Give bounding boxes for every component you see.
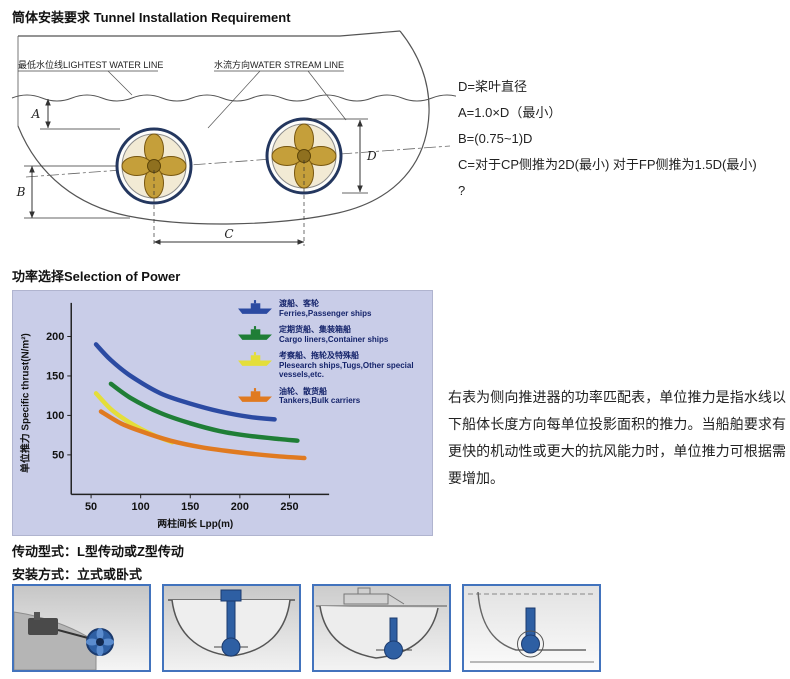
dim-label-a: A bbox=[31, 107, 41, 121]
dim-label-d: D bbox=[366, 149, 377, 163]
dimension-spec-list: D=桨叶直径 A=1.0×D（最小） B=(0.75~1)D C=对于CP侧推为… bbox=[458, 74, 782, 204]
waterline-wave bbox=[11, 94, 456, 102]
dim-label-c: C bbox=[224, 227, 233, 241]
drive-type-line: 传动型式：L型传动或Z型传动 bbox=[12, 544, 184, 559]
dimension-lines bbox=[24, 98, 368, 246]
svg-text:250: 250 bbox=[280, 501, 298, 513]
drive-shaft-icon bbox=[226, 600, 236, 644]
spec-line: C=对于CP侧推为2D(最小) 对于FP侧推为1.5D(最小) bbox=[458, 157, 757, 172]
svg-text:100: 100 bbox=[46, 410, 64, 422]
power-description-paragraph: 右表为侧向推进器的功率匹配表，单位推力是指水线以下船体长度方向每单位投影面积的推… bbox=[448, 389, 786, 486]
spec-line: B=(0.75~1)D bbox=[458, 131, 533, 146]
section-title-tunnel-installation: 筒体安装要求 Tunnel Installation Requirement bbox=[12, 10, 291, 25]
x-axis-label: 两柱间长 Lpp(m) bbox=[157, 517, 233, 530]
thruster-pod-icon bbox=[221, 637, 241, 657]
vessel-section-illustration bbox=[314, 586, 449, 670]
installation-gallery bbox=[12, 584, 601, 672]
spec-line: ? bbox=[458, 183, 466, 198]
hull-outline bbox=[17, 30, 430, 225]
tunnel-axis-line bbox=[25, 145, 451, 178]
y-axis-label: 单位推力 Specific thrust(N/m²) bbox=[19, 333, 32, 473]
superstructure-sketch bbox=[343, 587, 405, 605]
installation-image-vertical-l-drive bbox=[162, 584, 301, 672]
water-stream-line-label: 水流方向WATER STREAM LINE bbox=[214, 59, 344, 70]
installation-image-tunnel-section bbox=[462, 584, 601, 672]
tunnel-ring-icon bbox=[517, 630, 544, 658]
power-selection-chart: 单位推力 Specific thrust(N/m²) 两柱间长 Lpp(m) 5… bbox=[12, 290, 433, 536]
installation-image-horizontal-side-view bbox=[12, 584, 151, 672]
mounting-type-line: 安装方式：立式或卧式 bbox=[12, 567, 143, 582]
tunnel-section-illustration bbox=[464, 586, 599, 670]
svg-text:200: 200 bbox=[46, 331, 64, 343]
spec-line: D=桨叶直径 bbox=[458, 79, 527, 94]
tunnel-installation-diagram: 最低水位线LIGHTEST WATER LINE 水流方向WATER STREA… bbox=[11, 30, 456, 246]
power-chart-plot: 单位推力 Specific thrust(N/m²) 两柱间长 Lpp(m) 5… bbox=[19, 302, 330, 530]
svg-text:200: 200 bbox=[231, 501, 249, 513]
dim-label-b: B bbox=[16, 185, 26, 199]
installation-image-vessel-section bbox=[312, 584, 451, 672]
ship-silhouette-icon bbox=[238, 352, 272, 366]
ship-silhouette-icon bbox=[238, 326, 272, 340]
svg-text:150: 150 bbox=[46, 370, 64, 382]
thruster-pod-icon bbox=[384, 640, 403, 660]
thruster-pod-icon bbox=[521, 634, 540, 654]
ship-silhouette-icon bbox=[238, 387, 272, 402]
ship-silhouette-icon bbox=[238, 300, 272, 314]
lightest-water-line-label: 最低水位线LIGHTEST WATER LINE bbox=[18, 59, 163, 70]
svg-text:50: 50 bbox=[52, 449, 64, 461]
section-title-power-selection: 功率选择Selection of Power bbox=[12, 269, 181, 284]
svg-text:150: 150 bbox=[181, 501, 199, 513]
vertical-install-illustration bbox=[164, 586, 299, 670]
svg-text:50: 50 bbox=[85, 501, 97, 513]
spec-line: A=1.0×D（最小） bbox=[458, 105, 562, 120]
horizontal-install-illustration bbox=[14, 586, 149, 670]
svg-text:100: 100 bbox=[132, 501, 150, 513]
